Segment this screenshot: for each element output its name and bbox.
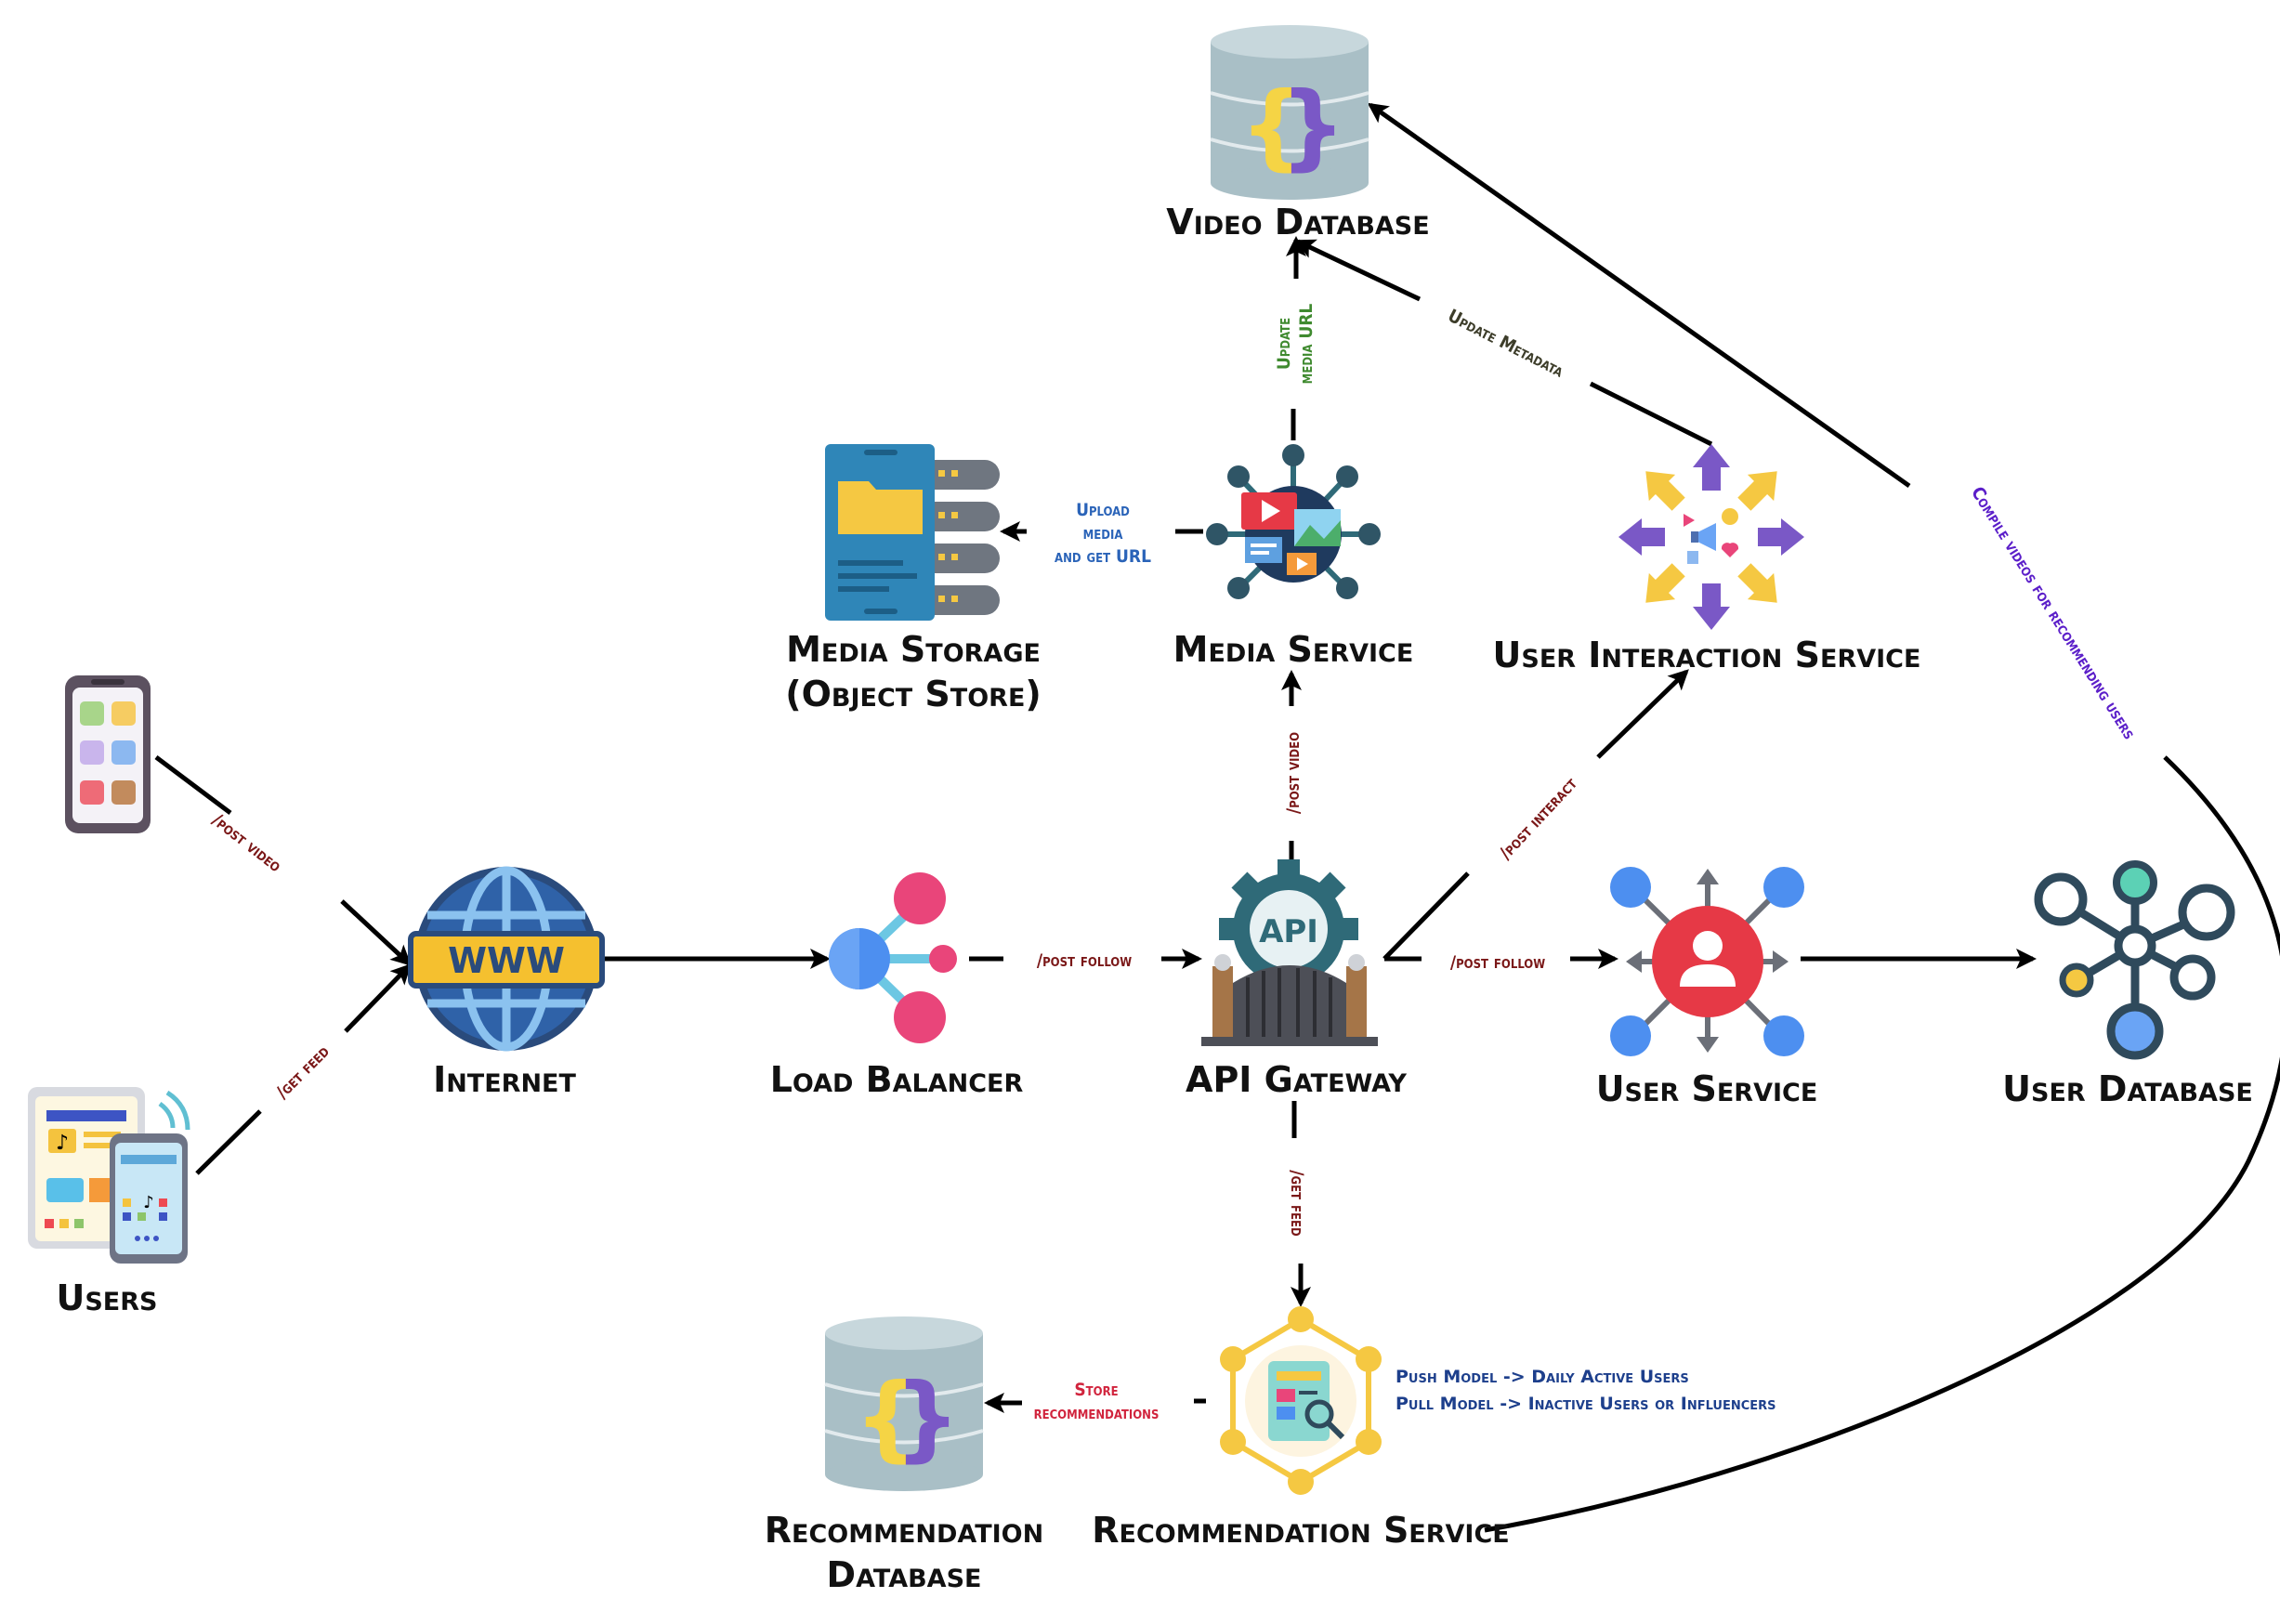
svg-text:{: {: [1239, 72, 1305, 180]
recommendation-hexagon-icon: [1220, 1306, 1382, 1495]
svg-text:API: API: [1259, 913, 1318, 950]
label-recommendation-database-1: Recommendation: [765, 1510, 1043, 1551]
note-push-model: Push Model -> Daily Active Users: [1396, 1367, 1689, 1387]
label-post-follow-lb: /post follow: [1037, 950, 1132, 971]
graph-nodes-icon: [2034, 860, 2235, 1060]
note-pull-model: Pull Model -> Inactive Users or Influenc…: [1396, 1394, 1776, 1414]
label-user-service: User Service: [1596, 1068, 1818, 1109]
label-internet: Internet: [433, 1059, 576, 1100]
label-load-balancer: Load Balancer: [770, 1059, 1024, 1100]
svg-text:{: {: [854, 1363, 920, 1472]
tablet-phone-tiktok-icon: ♪ ♪: [28, 1087, 190, 1264]
label-recommendation-service: Recommendation Service: [1092, 1510, 1510, 1551]
media-hub-icon: [1206, 444, 1381, 599]
video-database-cylinder-icon: { }: [1210, 25, 1369, 200]
label-update-metadata: Update Metadata: [1445, 306, 1567, 382]
label-users: Users: [57, 1277, 158, 1318]
label-update-url-line1: Update: [1274, 318, 1294, 370]
label-media-service: Media Service: [1173, 629, 1414, 670]
label-compile-videos: Compile videos for recommending users: [1967, 483, 2140, 743]
load-balancer-nodes-icon: [829, 872, 957, 1043]
edge-recommendation-to-videodb-2: [1367, 102, 1911, 489]
label-user-database: User Database: [2002, 1068, 2253, 1109]
svg-text:WWW: WWW: [448, 940, 565, 981]
edge-devices-to-internet: [195, 1109, 262, 1175]
label-api-gateway: API Gateway: [1186, 1059, 1407, 1100]
label-post-follow-gateway: /post follow: [1450, 952, 1545, 973]
label-update-url-line2: media URL: [1296, 304, 1317, 385]
broadcast-arrows-icon: [1618, 444, 1804, 630]
edge-interaction-to-videodb: [1589, 381, 1713, 447]
label-media-storage-2: (Object Store): [785, 674, 1042, 714]
label-video-database: Video Database: [1166, 202, 1429, 242]
phone-app-grid-icon: [65, 675, 151, 833]
label-get-feed-users: /get feed: [272, 1041, 334, 1103]
label-upload-line1: Upload: [1076, 500, 1130, 520]
rec-database-cylinder-icon: { }: [824, 1316, 984, 1491]
recommendation-notes: Push Model -> Daily Active Users Pull Mo…: [1396, 1367, 1776, 1414]
label-recommendation-database-2: Database: [827, 1554, 982, 1595]
edge-gateway-to-interaction: [1382, 871, 1470, 961]
label-store-recs-line1: Store: [1074, 1380, 1118, 1400]
file-server-icon: [825, 444, 1000, 621]
api-gear-gate-icon: API: [1201, 859, 1378, 1046]
edge-gateway-to-interaction-2: [1596, 669, 1689, 759]
edge-devices-to-internet-2: [344, 963, 412, 1033]
edge-phone-to-internet-2: [340, 899, 412, 966]
label-user-interaction-service: User Interaction Service: [1493, 635, 1921, 675]
label-upload-line2: media: [1083, 523, 1123, 544]
edge-labels: /post video /get feed /post follow /post…: [208, 304, 2140, 1423]
www-globe-icon: WWW: [408, 866, 605, 1052]
node-labels: Users Internet Load Balancer API Gateway…: [57, 202, 2253, 1595]
label-post-video-gateway: /post video: [1283, 732, 1304, 814]
edge-phone-to-internet: [154, 755, 232, 815]
label-media-storage-1: Media Storage: [786, 629, 1041, 670]
label-post-interact: /post interact: [1495, 774, 1580, 864]
label-get-feed-gateway: /get feed: [1287, 1170, 1307, 1237]
user-network-icon: [1610, 867, 1804, 1056]
svg-text:♪: ♪: [56, 1132, 69, 1155]
label-store-recs-line2: recommendations: [1034, 1403, 1160, 1423]
label-post-video-users: /post video: [208, 809, 285, 876]
edges: [154, 102, 2280, 1533]
svg-text:♪: ♪: [143, 1193, 154, 1212]
label-upload-line3: and get URL: [1055, 546, 1151, 567]
svg-text:}: }: [1279, 72, 1345, 180]
edge-interaction-to-videodb-2: [1294, 239, 1422, 302]
edge-recommendation-to-videodb: [1484, 755, 2280, 1533]
svg-text:}: }: [894, 1363, 960, 1472]
